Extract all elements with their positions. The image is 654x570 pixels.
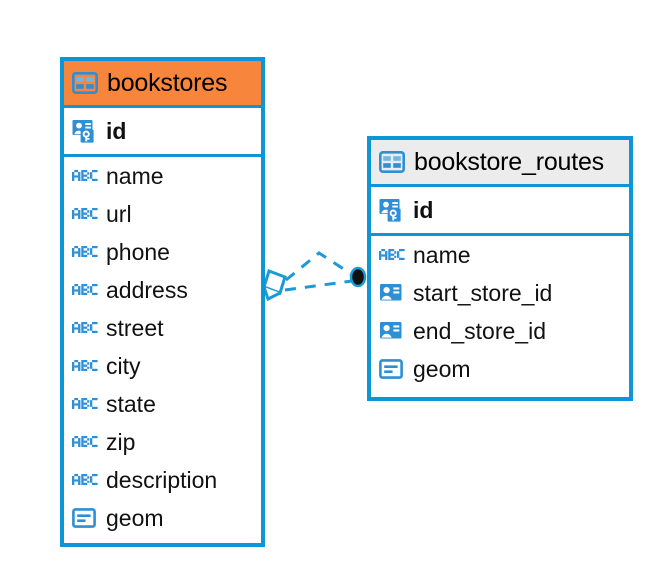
field-row-id[interactable]: id	[371, 187, 629, 233]
primary-key-section-bookstores: id	[64, 108, 261, 157]
field-label-state: state	[106, 390, 156, 417]
primary-key-icon	[72, 118, 98, 144]
field-label-end-store-id: end_store_id	[413, 317, 546, 344]
field-label-phone: phone	[106, 238, 170, 265]
field-row-geom[interactable]: geom	[371, 350, 629, 388]
field-row-city[interactable]: city	[64, 347, 261, 385]
foreign-key-icon	[379, 318, 405, 344]
diamond-crowsfoot-marker	[262, 269, 287, 302]
field-row-name[interactable]: name	[371, 236, 629, 274]
geometry-blob-icon	[379, 356, 405, 382]
abc-text-icon	[72, 201, 98, 227]
entity-title-bookstore-routes: bookstore_routes	[414, 147, 604, 176]
field-label-description: description	[106, 466, 218, 493]
field-row-name[interactable]: name	[64, 157, 261, 195]
abc-text-icon	[72, 239, 98, 265]
abc-text-icon	[72, 391, 98, 417]
abc-text-icon	[72, 315, 98, 341]
field-row-id[interactable]: id	[64, 108, 261, 154]
field-label-city: city	[106, 352, 141, 379]
field-row-street[interactable]: street	[64, 309, 261, 347]
relationship-line-upper	[285, 251, 357, 282]
field-label-id: id	[413, 196, 434, 223]
field-list-bookstores: name	[64, 157, 261, 537]
field-row-phone[interactable]: phone	[64, 233, 261, 271]
table-grid-icon	[72, 70, 98, 96]
geometry-blob-icon	[72, 505, 98, 531]
field-row-state[interactable]: state	[64, 385, 261, 423]
field-label-geom: geom	[413, 355, 471, 382]
field-list-bookstore-routes: name start_store_id	[371, 236, 629, 388]
field-label-address: address	[106, 276, 188, 303]
abc-text-icon	[72, 277, 98, 303]
table-grid-icon	[379, 149, 405, 175]
abc-text-icon	[72, 429, 98, 455]
abc-text-icon	[72, 163, 98, 189]
field-row-zip[interactable]: zip	[64, 423, 261, 461]
field-row-address[interactable]: address	[64, 271, 261, 309]
field-label-url: url	[106, 200, 132, 227]
entity-table-bookstore-routes[interactable]: bookstore_routes	[367, 136, 633, 401]
field-row-description[interactable]: description	[64, 461, 261, 499]
foreign-key-icon	[379, 280, 405, 306]
primary-key-icon	[379, 197, 405, 223]
field-label-street: street	[106, 314, 164, 341]
entity-header-bookstore-routes[interactable]: bookstore_routes	[371, 140, 629, 187]
field-label-start-store-id: start_store_id	[413, 279, 553, 306]
primary-key-section-bookstore-routes: id	[371, 187, 629, 236]
field-label-name: name	[413, 241, 471, 268]
field-label-id: id	[106, 117, 127, 144]
abc-text-icon	[72, 353, 98, 379]
relationship-line-lower	[284, 279, 353, 292]
field-label-geom: geom	[106, 504, 164, 531]
field-label-name: name	[106, 162, 164, 189]
filled-circle-marker	[349, 266, 367, 288]
entity-table-bookstores[interactable]: bookstores id	[60, 57, 265, 547]
entity-title-bookstores: bookstores	[107, 68, 228, 97]
entity-header-bookstores[interactable]: bookstores	[64, 61, 261, 108]
field-row-start-store-id[interactable]: start_store_id	[371, 274, 629, 312]
abc-text-icon	[72, 467, 98, 493]
field-row-end-store-id[interactable]: end_store_id	[371, 312, 629, 350]
field-row-url[interactable]: url	[64, 195, 261, 233]
field-row-geom[interactable]: geom	[64, 499, 261, 537]
field-label-zip: zip	[106, 428, 136, 455]
abc-text-icon	[379, 242, 405, 268]
